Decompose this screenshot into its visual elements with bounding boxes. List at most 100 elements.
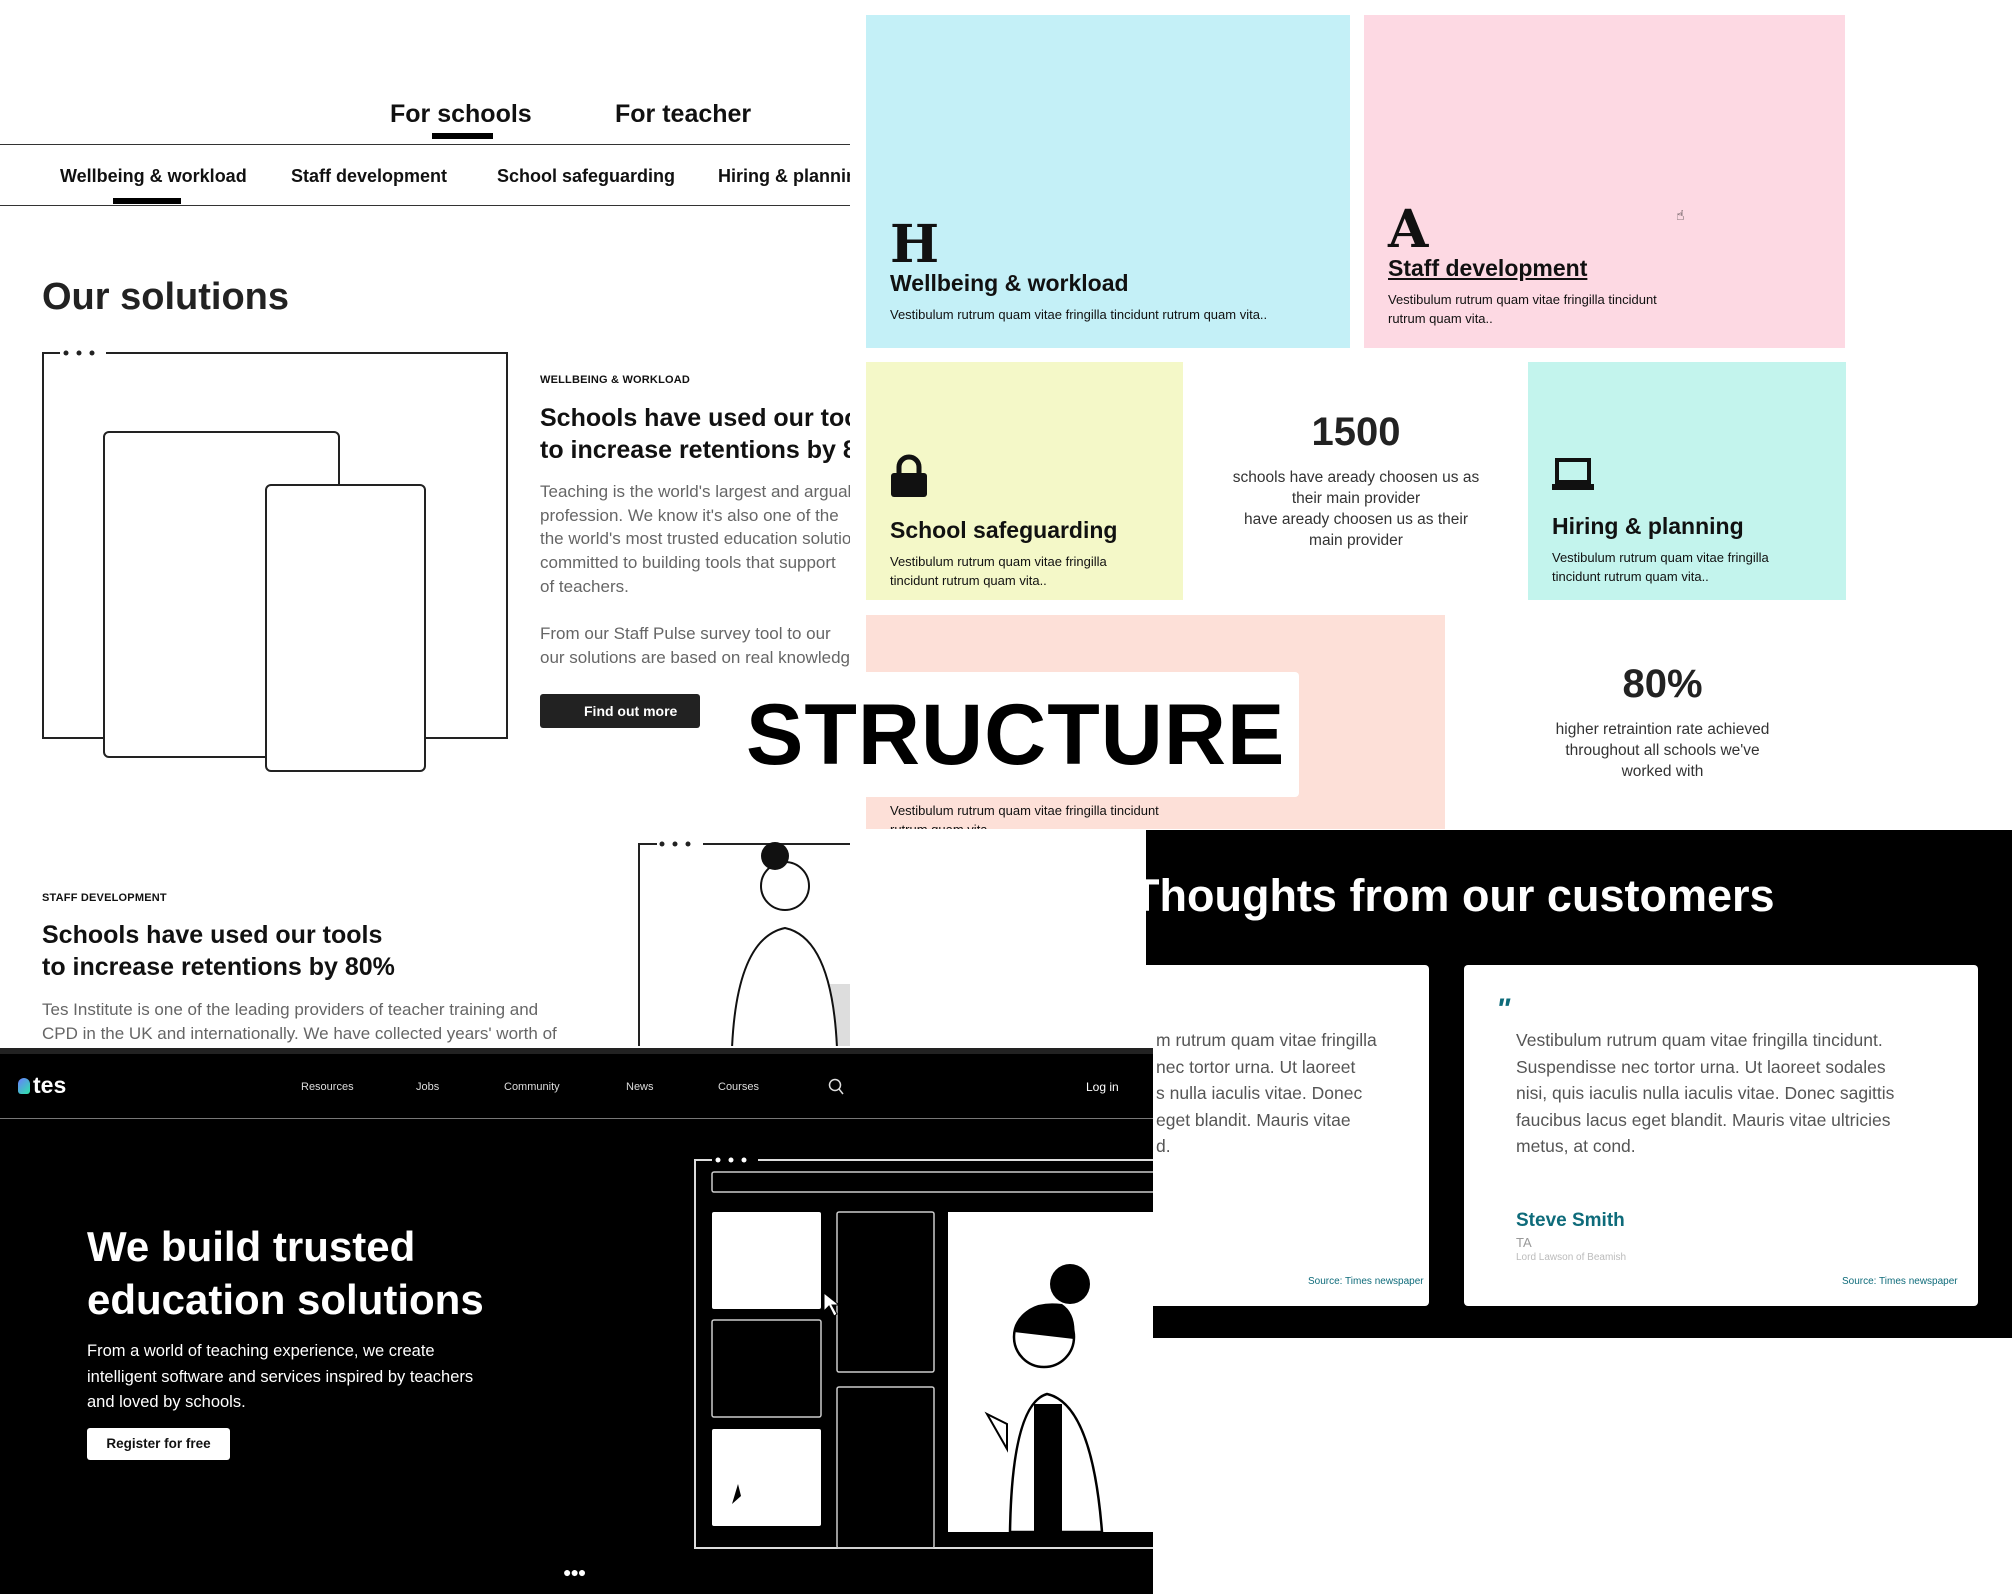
stat-80: 80% higher retraintion rate achieved thr…: [1520, 662, 1805, 782]
subtab-staff-development[interactable]: Staff development: [291, 166, 448, 186]
devices-illustration: [42, 350, 508, 772]
divider: [0, 144, 850, 145]
h-letter-icon: H: [890, 214, 940, 275]
tile-desc: Vestibulum rutrum quam vitae fringilla t…: [1552, 550, 1769, 584]
login-link[interactable]: Log in: [1086, 1080, 1119, 1094]
quote-text: Vestibulum rutrum quam vitae fringilla t…: [1516, 1027, 1894, 1160]
hand-cursor-icon: ☝: [1676, 207, 1685, 223]
tile-desc: Vestibulum rutrum quam vitae fringilla t…: [890, 803, 1159, 829]
body-line: From our Staff Pulse survey tool to our: [540, 624, 831, 643]
stat-desc: have aready choosen us as their: [1243, 511, 1469, 528]
quote-icon: ": [1496, 993, 1511, 1026]
tile-staff-development[interactable]: A Staff development Vestibulum rutrum qu…: [1364, 15, 1845, 348]
logo-text: tes: [33, 1072, 67, 1098]
divider: [0, 1048, 1153, 1054]
heading-line: education solutions: [87, 1276, 484, 1323]
body-line: CPD in the UK and internationally. We ha…: [42, 1023, 557, 1043]
testimonial-card: " Vestibulum rutrum quam vitae fringilla…: [1464, 965, 1978, 1306]
source-link[interactable]: Source: Times newspaper: [1842, 1276, 1958, 1287]
tile-title: Hiring & planning: [1552, 513, 1744, 539]
body-line: Tes Institute is one of the leading prov…: [42, 1000, 539, 1019]
find-out-more-button[interactable]: Find out more: [540, 694, 700, 728]
nav-jobs[interactable]: Jobs: [416, 1081, 440, 1093]
hero-section: tes Resources Jobs Community News Course…: [0, 1048, 1153, 1594]
quote-line: faucibus lacus eget blandit. Mauris vita…: [1516, 1109, 1891, 1130]
body-line: profession. We know it's also one of the: [540, 505, 839, 525]
quote-text: m rutrum quam vitae fringilla nec tortor…: [1156, 1027, 1377, 1160]
nav-resources[interactable]: Resources: [301, 1081, 354, 1093]
body-line: From a world of teaching experience, we …: [87, 1342, 435, 1360]
tile-title: Wellbeing & workload: [890, 270, 1129, 296]
section-body: Teaching is the world's largest and argu…: [540, 480, 850, 599]
carousel-dots-icon[interactable]: ●●●: [563, 1564, 586, 1580]
subtab-school-safeguarding[interactable]: School safeguarding: [497, 166, 676, 186]
register-button[interactable]: Register for free: [87, 1428, 230, 1460]
quote-line: s nulla iaculis vitae. Donec: [1156, 1083, 1363, 1103]
search-icon[interactable]: [828, 1078, 844, 1096]
structure-word: STRUCTURE: [746, 687, 1286, 783]
section-label: STAFF DEVELOPMENT: [42, 892, 167, 904]
quote-line: nec tortor urna. Ut laoreet: [1156, 1056, 1356, 1077]
stat-value: 80%: [1622, 662, 1703, 706]
tes-logo[interactable]: tes: [18, 1072, 66, 1099]
section-heading: Schools have used our tools to increase …: [42, 919, 395, 983]
people-illustration: [638, 841, 850, 1046]
section-heading: Schools have used our tools to increase …: [540, 402, 850, 466]
lock-icon: [891, 454, 927, 497]
heading-line: Schools have used our tools: [42, 921, 383, 949]
hero-body: From a world of teaching experience, we …: [87, 1339, 473, 1416]
tile-title: School safeguarding: [890, 517, 1118, 543]
tile-desc: Vestibulum rutrum quam vitae fringilla t…: [890, 554, 1107, 588]
heading-line: to increase retentions by 80%: [42, 953, 395, 981]
divider: [0, 205, 850, 206]
stat-desc: throughout all schools we've: [1565, 742, 1760, 759]
author-role: TA: [1516, 1235, 1532, 1250]
subtab-hiring-planning[interactable]: Hiring & planning: [718, 166, 850, 186]
testimonials-section: Thoughts from our customers m rutrum qua…: [1146, 830, 2012, 1338]
nav-courses[interactable]: Courses: [718, 1081, 759, 1093]
tile-desc: Vestibulum rutrum quam vitae fringilla t…: [1388, 292, 1657, 326]
nav-news[interactable]: News: [626, 1081, 654, 1093]
stat-desc: worked with: [1621, 763, 1704, 780]
author-name: Steve Smith: [1516, 1210, 1625, 1231]
source-link[interactable]: Source: Times newspaper: [1308, 1276, 1424, 1287]
tab-for-teacher[interactable]: For teacher: [615, 100, 752, 128]
hero-heading: We build trusted education solutions: [87, 1220, 484, 1326]
tile-title-link[interactable]: Staff development: [1388, 255, 1588, 281]
laptop-icon: [1552, 458, 1594, 490]
body-line: and loved by schools.: [87, 1393, 246, 1411]
heading-line: Schools have used our tools: [540, 404, 850, 432]
body-line: committed to building tools that support: [540, 553, 836, 573]
stat-desc: main provider: [1309, 532, 1403, 549]
subtab-wellbeing[interactable]: Wellbeing & workload: [60, 166, 247, 186]
tab-for-schools[interactable]: For schools: [390, 100, 532, 128]
logo-mark-icon: [18, 1077, 30, 1094]
tile-hiring-planning[interactable]: Hiring & planning Vestibulum rutrum quam…: [1528, 362, 1846, 600]
body-line: the world's most trusted education solut…: [540, 529, 850, 549]
quote-line: d.: [1156, 1136, 1171, 1156]
quote-line: nisi, quis iaculis nulla iaculis vitae. …: [1516, 1083, 1895, 1103]
tile-school-safeguarding[interactable]: School safeguarding Vestibulum rutrum qu…: [866, 362, 1183, 600]
heading-line: We build trusted: [87, 1223, 416, 1270]
testimonial-card: m rutrum quam vitae fringilla nec tortor…: [1146, 965, 1429, 1306]
body-line: intelligent software and services inspir…: [87, 1367, 474, 1386]
subtab-indicator: [113, 198, 181, 204]
dashboard-illustration: [694, 1157, 1153, 1549]
section-title: Thoughts from our customers: [1146, 870, 1775, 921]
heading-line: to increase retentions by 80%: [540, 436, 850, 464]
stat-1500: 1500 schools have aready choosen us as t…: [1216, 410, 1496, 551]
nav-community[interactable]: Community: [504, 1081, 560, 1093]
body-line: Teaching is the world's largest and argu…: [540, 482, 850, 501]
tile-wellbeing[interactable]: H Wellbeing & workload Vestibulum rutrum…: [866, 15, 1350, 348]
section-body-2: From our Staff Pulse survey tool to our …: [540, 622, 850, 669]
tab-indicator: [432, 133, 493, 139]
stat-desc: their main provider: [1291, 490, 1421, 507]
author-org: Lord Lawson of Beamish: [1516, 1252, 1627, 1263]
body-line: our solutions are based on real knowledg…: [540, 647, 850, 667]
quote-line: eget blandit. Mauris vitae: [1156, 1109, 1351, 1130]
quote-line: Vestibulum rutrum quam vitae fringilla t…: [1516, 1030, 1883, 1050]
solutions-page: For schools For teacher Wellbeing & work…: [0, 0, 850, 1046]
body-line: of teachers.: [540, 576, 629, 596]
section-body: Tes Institute is one of the leading prov…: [42, 998, 557, 1045]
structure-overlay: STRUCTURE: [720, 672, 1299, 797]
